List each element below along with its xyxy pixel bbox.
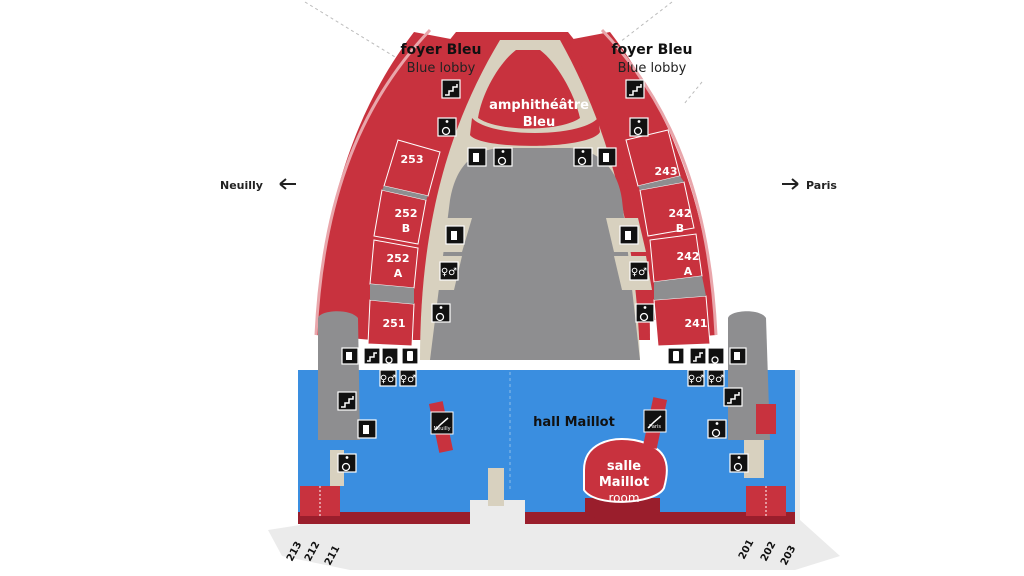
room-252b-number: 252 bbox=[395, 207, 418, 220]
hall-maillot bbox=[298, 370, 795, 518]
interior-floor bbox=[430, 148, 640, 360]
hall-title: hall Maillot bbox=[533, 415, 615, 430]
direction-neuilly: Neuilly bbox=[220, 179, 263, 192]
salle-title: salle bbox=[607, 459, 641, 474]
escalator-icon bbox=[428, 401, 454, 453]
stairs-icon bbox=[689, 347, 707, 365]
elevator-icon bbox=[467, 147, 487, 167]
direction-paris: Paris bbox=[806, 179, 837, 192]
salle-title-line2: Maillot bbox=[599, 475, 649, 490]
elevator-icon bbox=[619, 225, 639, 245]
wheelchair-icon bbox=[493, 147, 513, 167]
pointer-line bbox=[619, 1, 673, 43]
svg-text:♀♂: ♀♂ bbox=[708, 374, 724, 385]
room-241: 241 bbox=[685, 317, 708, 330]
wheelchair-icon bbox=[573, 147, 593, 167]
toilets-icon: ♀♂ bbox=[687, 369, 705, 387]
svg-text:♀♂: ♀♂ bbox=[688, 374, 704, 385]
toilets-icon: ♀♂ bbox=[707, 369, 725, 387]
arrow-left-icon bbox=[279, 178, 296, 190]
room-251: 251 bbox=[383, 317, 406, 330]
pointer-line bbox=[683, 81, 703, 105]
wheelchair-icon bbox=[431, 303, 451, 323]
cloakroom-icon bbox=[667, 347, 685, 365]
stairs-icon bbox=[337, 391, 357, 411]
wheelchair-icon bbox=[381, 347, 399, 365]
stairs-icon bbox=[625, 79, 645, 99]
foyer-left-subtitle: Blue lobby bbox=[407, 61, 476, 76]
foyer-right-subtitle: Blue lobby bbox=[618, 61, 687, 76]
stairs-icon bbox=[723, 387, 743, 407]
svg-text:♀♂: ♀♂ bbox=[631, 267, 647, 278]
room-242b-letter: B bbox=[676, 222, 684, 235]
salle-subtitle: room bbox=[608, 491, 639, 505]
amphi-title: amphithéâtre bbox=[489, 98, 589, 113]
left-column bbox=[318, 311, 360, 440]
amphitheatre-bleu bbox=[478, 50, 580, 129]
amphi-title-line2: Bleu bbox=[523, 115, 555, 130]
foyer-left-title: foyer Bleu bbox=[400, 42, 481, 58]
wheelchair-icon bbox=[707, 347, 725, 365]
sign-neuilly: Neuilly bbox=[433, 426, 450, 432]
wheelchair-icon bbox=[707, 419, 727, 439]
stairs-icon bbox=[363, 347, 381, 365]
toilets-icon: ♀♂ bbox=[439, 261, 459, 281]
room-242b-number: 242 bbox=[669, 207, 692, 220]
salle-maillot-room bbox=[583, 438, 668, 503]
room-252b-letter: B bbox=[402, 222, 410, 235]
elevator-icon bbox=[729, 347, 747, 365]
room-243: 243 bbox=[655, 165, 678, 178]
wheelchair-icon bbox=[337, 453, 357, 473]
elevator-icon bbox=[597, 147, 617, 167]
stairs-icon bbox=[441, 79, 461, 99]
room-252a-number: 252 bbox=[387, 252, 410, 265]
toilets-icon: ♀♂ bbox=[399, 369, 417, 387]
escalator-icon bbox=[642, 397, 668, 449]
elevator-icon bbox=[445, 225, 465, 245]
room-252a-letter: A bbox=[394, 267, 403, 280]
wheelchair-icon bbox=[635, 303, 655, 323]
toilets-icon: ♀♂ bbox=[629, 261, 649, 281]
svg-text:♀♂: ♀♂ bbox=[380, 374, 396, 385]
svg-text:♀♂: ♀♂ bbox=[441, 267, 457, 278]
room-253: 253 bbox=[401, 153, 424, 166]
pointer-line bbox=[304, 1, 401, 61]
foyer-right-title: foyer Bleu bbox=[611, 42, 692, 58]
sign-paris: Paris bbox=[649, 424, 661, 430]
toilets-icon: ♀♂ bbox=[379, 369, 397, 387]
elevator-icon bbox=[357, 419, 377, 439]
room-242a-number: 242 bbox=[677, 250, 700, 263]
room-242a-letter: A bbox=[684, 265, 693, 278]
wheelchair-icon bbox=[729, 453, 749, 473]
wheelchair-icon bbox=[629, 117, 649, 137]
elevator-icon bbox=[341, 347, 359, 365]
wheelchair-icon bbox=[437, 117, 457, 137]
cloakroom-icon bbox=[401, 347, 419, 365]
svg-text:♀♂: ♀♂ bbox=[400, 374, 416, 385]
arrow-right-icon bbox=[782, 178, 799, 190]
